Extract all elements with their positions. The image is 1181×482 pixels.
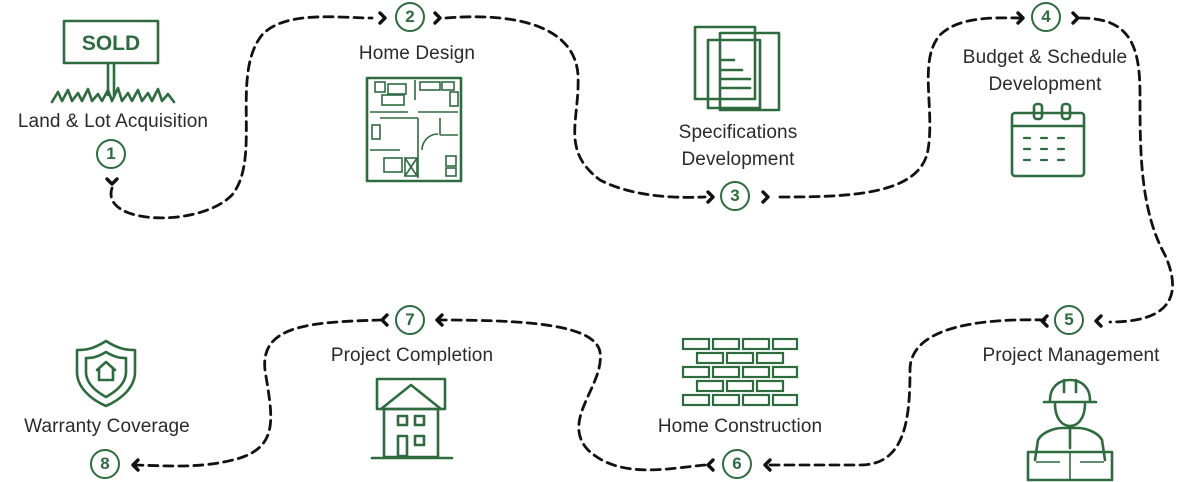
construction-worker-icon <box>1026 378 1114 482</box>
step-7-label: Project Completion <box>330 345 494 366</box>
step-8-label: Warranty Coverage <box>24 416 190 437</box>
brick-wall-icon <box>681 337 799 407</box>
step-number-2: 2 <box>395 2 425 32</box>
step-number-3: 3 <box>720 181 750 211</box>
arrow-chevron <box>763 458 772 472</box>
step-number-1: 1 <box>96 139 126 169</box>
process-path <box>109 15 1174 472</box>
calendar-icon <box>1010 102 1086 178</box>
step-number-5: 5 <box>1054 305 1084 335</box>
arrow-chevron <box>761 190 770 204</box>
step-6-label: Home Construction <box>657 416 823 437</box>
shield-home-icon <box>75 339 137 408</box>
floor-plan-icon <box>365 76 463 183</box>
arrow-chevron <box>131 458 140 472</box>
documents-icon <box>693 25 781 112</box>
arrow-chevron <box>435 313 444 327</box>
step-number-7: 7 <box>395 305 425 335</box>
arrow-chevron <box>105 177 119 186</box>
step-number-8: 8 <box>90 449 120 479</box>
sold-sign-icon: SOLD <box>50 19 176 104</box>
sign-text: SOLD <box>82 32 140 55</box>
step-3-label: Specifications Development <box>678 122 798 170</box>
step-number-6: 6 <box>722 449 752 479</box>
arrow-chevron <box>706 190 715 204</box>
arrow-chevron <box>1040 314 1049 328</box>
house-icon <box>370 377 454 460</box>
step-number-4: 4 <box>1031 2 1061 32</box>
arrow-chevron <box>1094 314 1103 328</box>
step-2-label: Home Design <box>358 43 476 64</box>
arrow-chevron <box>1016 11 1025 25</box>
arrow-chevron <box>1071 11 1080 25</box>
arrow-chevron <box>378 11 387 25</box>
step-4-label: Budget & Schedule Development <box>962 47 1128 95</box>
arrow-chevron <box>706 458 715 472</box>
step-1-label: Land & Lot Acquisition <box>17 111 209 132</box>
step-5-label: Project Management <box>982 345 1160 366</box>
arrow-chevron <box>433 11 442 25</box>
arrow-chevron <box>380 313 389 327</box>
